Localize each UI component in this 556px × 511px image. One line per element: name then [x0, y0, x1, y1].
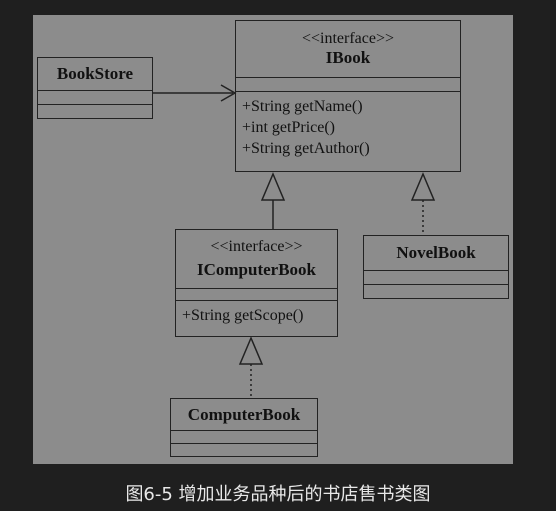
method-getscope: +String getScope() [182, 307, 304, 324]
stereotype-label: <<interface>> [210, 238, 303, 255]
attributes-section [176, 288, 337, 300]
operations-section [364, 284, 508, 297]
class-name: ComputerBook [187, 405, 301, 424]
operations-section [171, 443, 317, 455]
operations-section [38, 104, 152, 117]
class-icomputerbook: <<interface>> IComputerBook +String getS… [175, 229, 338, 337]
generalization-arrowhead [260, 172, 286, 201]
attributes-section [38, 90, 152, 104]
attributes-section [364, 270, 508, 284]
operations-section: +String getScope() [176, 300, 337, 326]
method-getauthor: +String getAuthor() [242, 140, 370, 157]
figure-caption: 图6-5 增加业务品种后的书店售书类图 [125, 484, 431, 505]
class-name: BookStore [56, 64, 134, 83]
class-name: IBook [325, 48, 371, 67]
attributes-section [171, 430, 317, 443]
relationship-lines [152, 84, 436, 398]
class-novelbook: NovelBook [363, 235, 509, 299]
class-name: IComputerBook [196, 260, 316, 279]
method-getname: +String getName() [242, 98, 363, 115]
class-header: <<interface>> IBook [236, 21, 460, 77]
class-name: NovelBook [396, 243, 476, 262]
class-bookstore: BookStore [37, 57, 153, 119]
operations-section: +String getName() +int getPrice() +Strin… [236, 91, 460, 159]
class-computerbook: ComputerBook [170, 398, 318, 457]
class-ibook: <<interface>> IBook +String getName() +i… [235, 20, 461, 172]
class-header: <<interface>> IComputerBook [176, 230, 337, 288]
realization-arrowhead [410, 172, 436, 201]
uml-class-diagram: BookStore <<interface>> IBook +String ge… [33, 15, 513, 464]
realization-arrowhead [238, 336, 264, 365]
stereotype-label: <<interface>> [301, 30, 395, 47]
attributes-section [236, 77, 460, 91]
method-getprice: +int getPrice() [242, 119, 335, 136]
